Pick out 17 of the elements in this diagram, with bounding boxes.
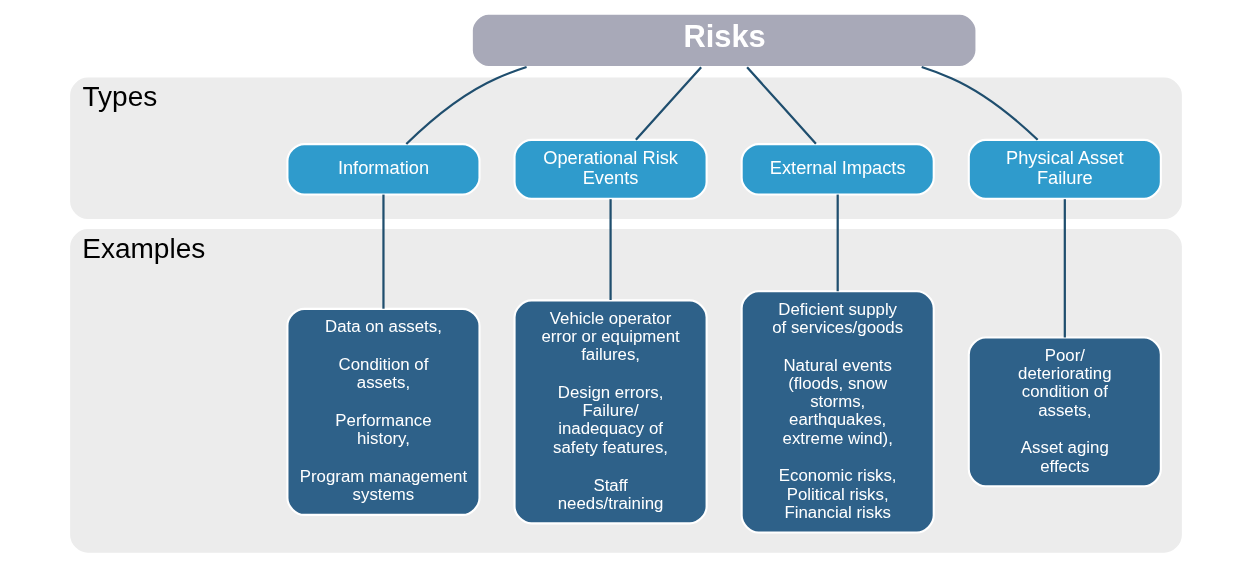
node-box: Data on assets, Condition of assets, Performance history, Program management systems bbox=[286, 307, 481, 516]
connector bbox=[405, 66, 527, 145]
connector bbox=[1063, 199, 1066, 338]
connector bbox=[836, 194, 839, 292]
connector bbox=[746, 66, 817, 145]
connector bbox=[382, 194, 385, 309]
node-box: Physical Asset Failure bbox=[967, 138, 1162, 200]
connector bbox=[635, 66, 702, 141]
node-box: Poor/ deteriorating condition of assets, Asset aging effects bbox=[967, 336, 1162, 488]
connector bbox=[609, 199, 612, 300]
node-box: Information bbox=[286, 143, 481, 196]
node-box: Operational Risk Events bbox=[513, 138, 708, 200]
node-box: Vehicle operator error or equipment failures, Design errors, Failure/ inadequacy of safety features, Staff needs/training bbox=[513, 299, 708, 525]
connector bbox=[921, 66, 1039, 141]
node-box: Deficient supply of services/goods Natural events (floods, snow storms, earthquakes, extreme wind), Economic risks, Political risks, Financial risks bbox=[740, 290, 935, 534]
node-box: External Impacts bbox=[740, 143, 935, 196]
node-box: Risks bbox=[470, 12, 978, 69]
